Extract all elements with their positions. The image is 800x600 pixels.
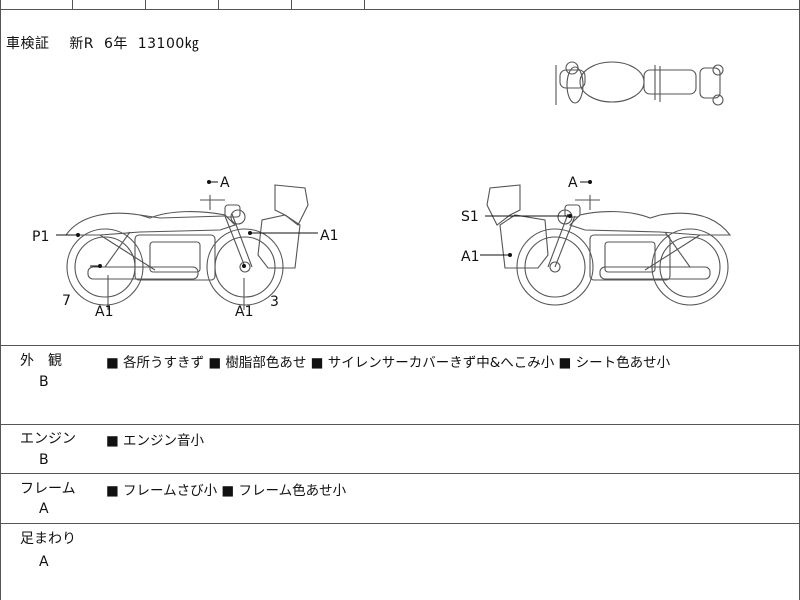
motorcycle-right-view <box>486 184 732 306</box>
section-divider <box>0 345 800 346</box>
section-grade-suspension: A <box>39 554 49 570</box>
section-notes-engine: ■ エンジン音小 <box>106 433 205 449</box>
motorcycle-diagram-svg: A P1 A1 7 A1 A1 3 A S1 A1 <box>32 61 732 320</box>
marker-left-p1: P1 <box>32 229 49 245</box>
section-notes-frame: ■ フレームさび小 ■ フレーム色あせ小 <box>106 483 347 499</box>
registration-label: 車検証 <box>6 36 50 52</box>
section-label-exterior: 外 観 <box>20 353 62 369</box>
left-border <box>0 0 1 600</box>
marker-right-a-top: A <box>568 175 578 191</box>
section-label-engine: エンジン <box>20 431 76 447</box>
marker-left-a1-bottom-right: A1 <box>235 304 253 320</box>
marker-left-a1-right: A1 <box>320 228 338 244</box>
marker-left-seven: 7 <box>62 293 71 309</box>
section-label-suspension: 足まわり <box>20 531 76 547</box>
section-grade-engine: B <box>39 452 49 468</box>
marker-dots <box>76 180 592 268</box>
marker-left-a1-bottom-left: A1 <box>95 304 113 320</box>
damage-diagram: A P1 A1 7 A1 A1 3 A S1 A1 <box>0 10 800 345</box>
marker-right-s1: S1 <box>461 209 479 225</box>
motorcycle-left-view <box>64 184 309 310</box>
section-divider <box>0 424 800 425</box>
section-notes-exterior: ■ 各所うすきず ■ 樹脂部色あせ ■ サイレンサーカバーきず中&へこみ小 ■ … <box>106 355 671 371</box>
section-divider <box>0 473 800 474</box>
top-table-strip <box>0 0 800 10</box>
registration-info: 車検証 新R 6年 13100㎏ <box>6 33 199 53</box>
registration-value: 新R 6年 13100㎏ <box>69 36 200 52</box>
section-divider <box>0 523 800 524</box>
section-grade-exterior: B <box>39 374 49 390</box>
marker-left-three: 3 <box>270 294 279 310</box>
marker-left-a-top: A <box>220 175 230 191</box>
motorcycle-top-view <box>555 61 724 106</box>
leader-lines <box>56 181 590 267</box>
section-label-frame: フレーム <box>20 481 76 497</box>
marker-right-a1: A1 <box>461 249 479 265</box>
section-grade-frame: A <box>39 501 49 517</box>
